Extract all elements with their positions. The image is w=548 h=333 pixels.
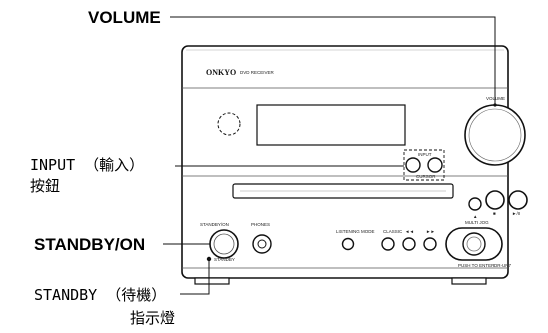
input-right-button[interactable] xyxy=(427,157,443,173)
input-panel-label: INPUT xyxy=(418,152,432,157)
eject-icon: ▲ xyxy=(473,214,477,219)
model-description: DVD RECEIVER xyxy=(240,70,275,75)
fwd-panel-label: ►► xyxy=(426,229,435,234)
remote-sensor-icon xyxy=(217,112,241,136)
volume-callout-line xyxy=(170,16,496,105)
standby-panel-label: STANDBY xyxy=(214,257,235,262)
rewind-button[interactable] xyxy=(402,237,416,251)
standby-indicator-callout-label: STANDBY （待機） xyxy=(34,286,166,304)
push-to-enter-panel-label: PUSH TO ENTER xyxy=(458,263,495,268)
phones-jack[interactable] xyxy=(252,234,272,254)
display-window xyxy=(256,104,406,146)
multi-jog-dial[interactable] xyxy=(445,227,503,261)
play-pause-button[interactable] xyxy=(508,190,528,210)
standby-indicator-led xyxy=(206,256,212,262)
volume-panel-label: VOLUME xyxy=(486,96,505,101)
input-left-button[interactable] xyxy=(405,157,421,173)
input-callout-label-line2: 按鈕 xyxy=(30,177,60,195)
standby-on-button[interactable] xyxy=(209,229,239,259)
standby-on-callout-label: STANDBY/ON xyxy=(34,235,145,254)
classic-panel-label: CLASSIC xyxy=(383,229,403,234)
standby-indicator-callout-line xyxy=(180,261,210,295)
callout-lines xyxy=(163,16,496,295)
eject-button[interactable] xyxy=(468,197,482,211)
volume-knob[interactable] xyxy=(464,104,526,166)
standby-on-panel-label: STANDBY/ON xyxy=(200,222,229,227)
fast-forward-button[interactable] xyxy=(423,237,437,251)
rev-panel-label: ◄◄ xyxy=(405,229,414,234)
input-buttons-highlight xyxy=(403,149,445,181)
cursor-panel-label: CURSOR xyxy=(416,174,436,179)
volume-callout-label: VOLUME xyxy=(88,8,161,27)
multi-jog-panel-label: MULTI JOG xyxy=(465,220,489,225)
input-callout-label: INPUT （輸入） xyxy=(30,156,144,174)
phones-panel-label: PHONES xyxy=(251,222,270,227)
stop-button[interactable] xyxy=(485,190,505,210)
listening-mode-button[interactable] xyxy=(341,237,355,251)
play-pause-icon: ►/II xyxy=(512,211,520,216)
model-number: DR-UN7 xyxy=(494,263,511,268)
stop-icon: ■ xyxy=(493,211,496,216)
listening-mode-panel-label: LISTENING MODE xyxy=(336,229,375,234)
standby-indicator-callout-label-line2: 指示燈 xyxy=(130,309,175,327)
brand-logo: ONKYO xyxy=(206,68,236,77)
classic-button[interactable] xyxy=(381,237,395,251)
